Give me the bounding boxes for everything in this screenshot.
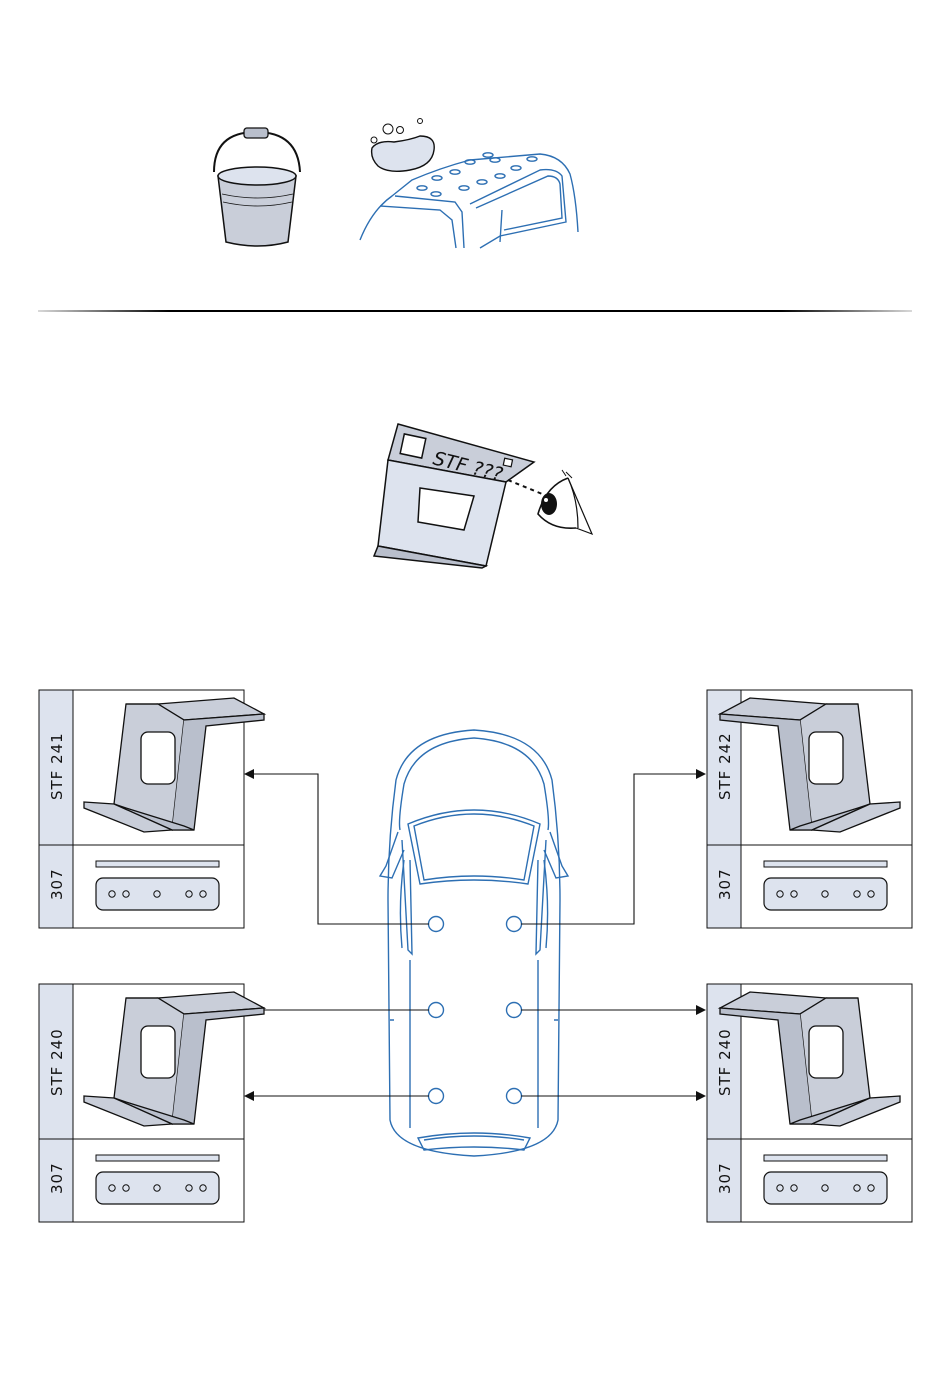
panel-bottom-right-part-label: STF 240 [716, 1028, 734, 1096]
panel-top-right-strip-label: 307 [716, 868, 734, 900]
panel-bottom-right-strip-label: 307 [716, 1162, 734, 1194]
panel-top-left-strip-label: 307 [48, 868, 66, 900]
panel-top-left-part-label: STF 241 [48, 732, 66, 800]
connector-lines [252, 774, 698, 1096]
panel-bottom-right: STF 240 307 [707, 984, 912, 1222]
connector-arrowheads [244, 769, 706, 1101]
sponge-icon [371, 119, 434, 172]
panel-top-right: STF 242 307 [707, 690, 912, 928]
bracket-icon: STF ??? [374, 424, 552, 568]
panel-bottom-left: STF 240 307 [39, 984, 264, 1222]
car-top-view [380, 730, 568, 1156]
panel-bottom-left-part-label: STF 240 [48, 1028, 66, 1096]
panel-bottom-left-strip-label: 307 [48, 1162, 66, 1194]
separator-line [38, 310, 912, 312]
bucket-icon [214, 128, 300, 246]
panel-top-right-part-label: STF 242 [716, 732, 734, 800]
eye-icon [538, 470, 592, 534]
panel-top-left: STF 241 307 [39, 690, 264, 928]
